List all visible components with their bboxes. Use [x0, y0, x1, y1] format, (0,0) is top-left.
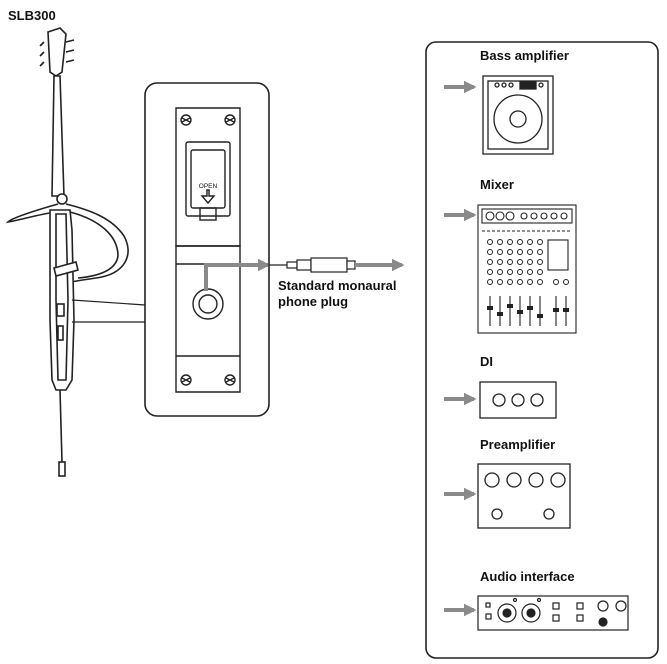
phone-plug-icon: [286, 257, 356, 273]
mixer-icon: [477, 204, 577, 334]
audio-interface-icon: [477, 595, 629, 631]
mixer-label: Mixer: [480, 177, 514, 192]
bass-amplifier-label: Bass amplifier: [480, 48, 569, 63]
di-label: DI: [480, 354, 493, 369]
jack-arrow: [204, 258, 271, 291]
bass-instrument-illustration: [5, 27, 129, 477]
preamplifier-label: Preamplifier: [480, 437, 555, 452]
plug-label-line1: Standard monaural: [278, 278, 396, 293]
model-label: SLB300: [8, 8, 56, 23]
bass-amplifier-icon: [482, 75, 554, 155]
open-label: OPEN: [199, 183, 218, 190]
di-icon: [479, 381, 557, 419]
audio-interface-label: Audio interface: [480, 569, 575, 584]
preamplifier-icon: [477, 463, 571, 529]
output-panel-callout: [144, 82, 270, 417]
plug-label-line2: phone plug: [278, 294, 348, 309]
